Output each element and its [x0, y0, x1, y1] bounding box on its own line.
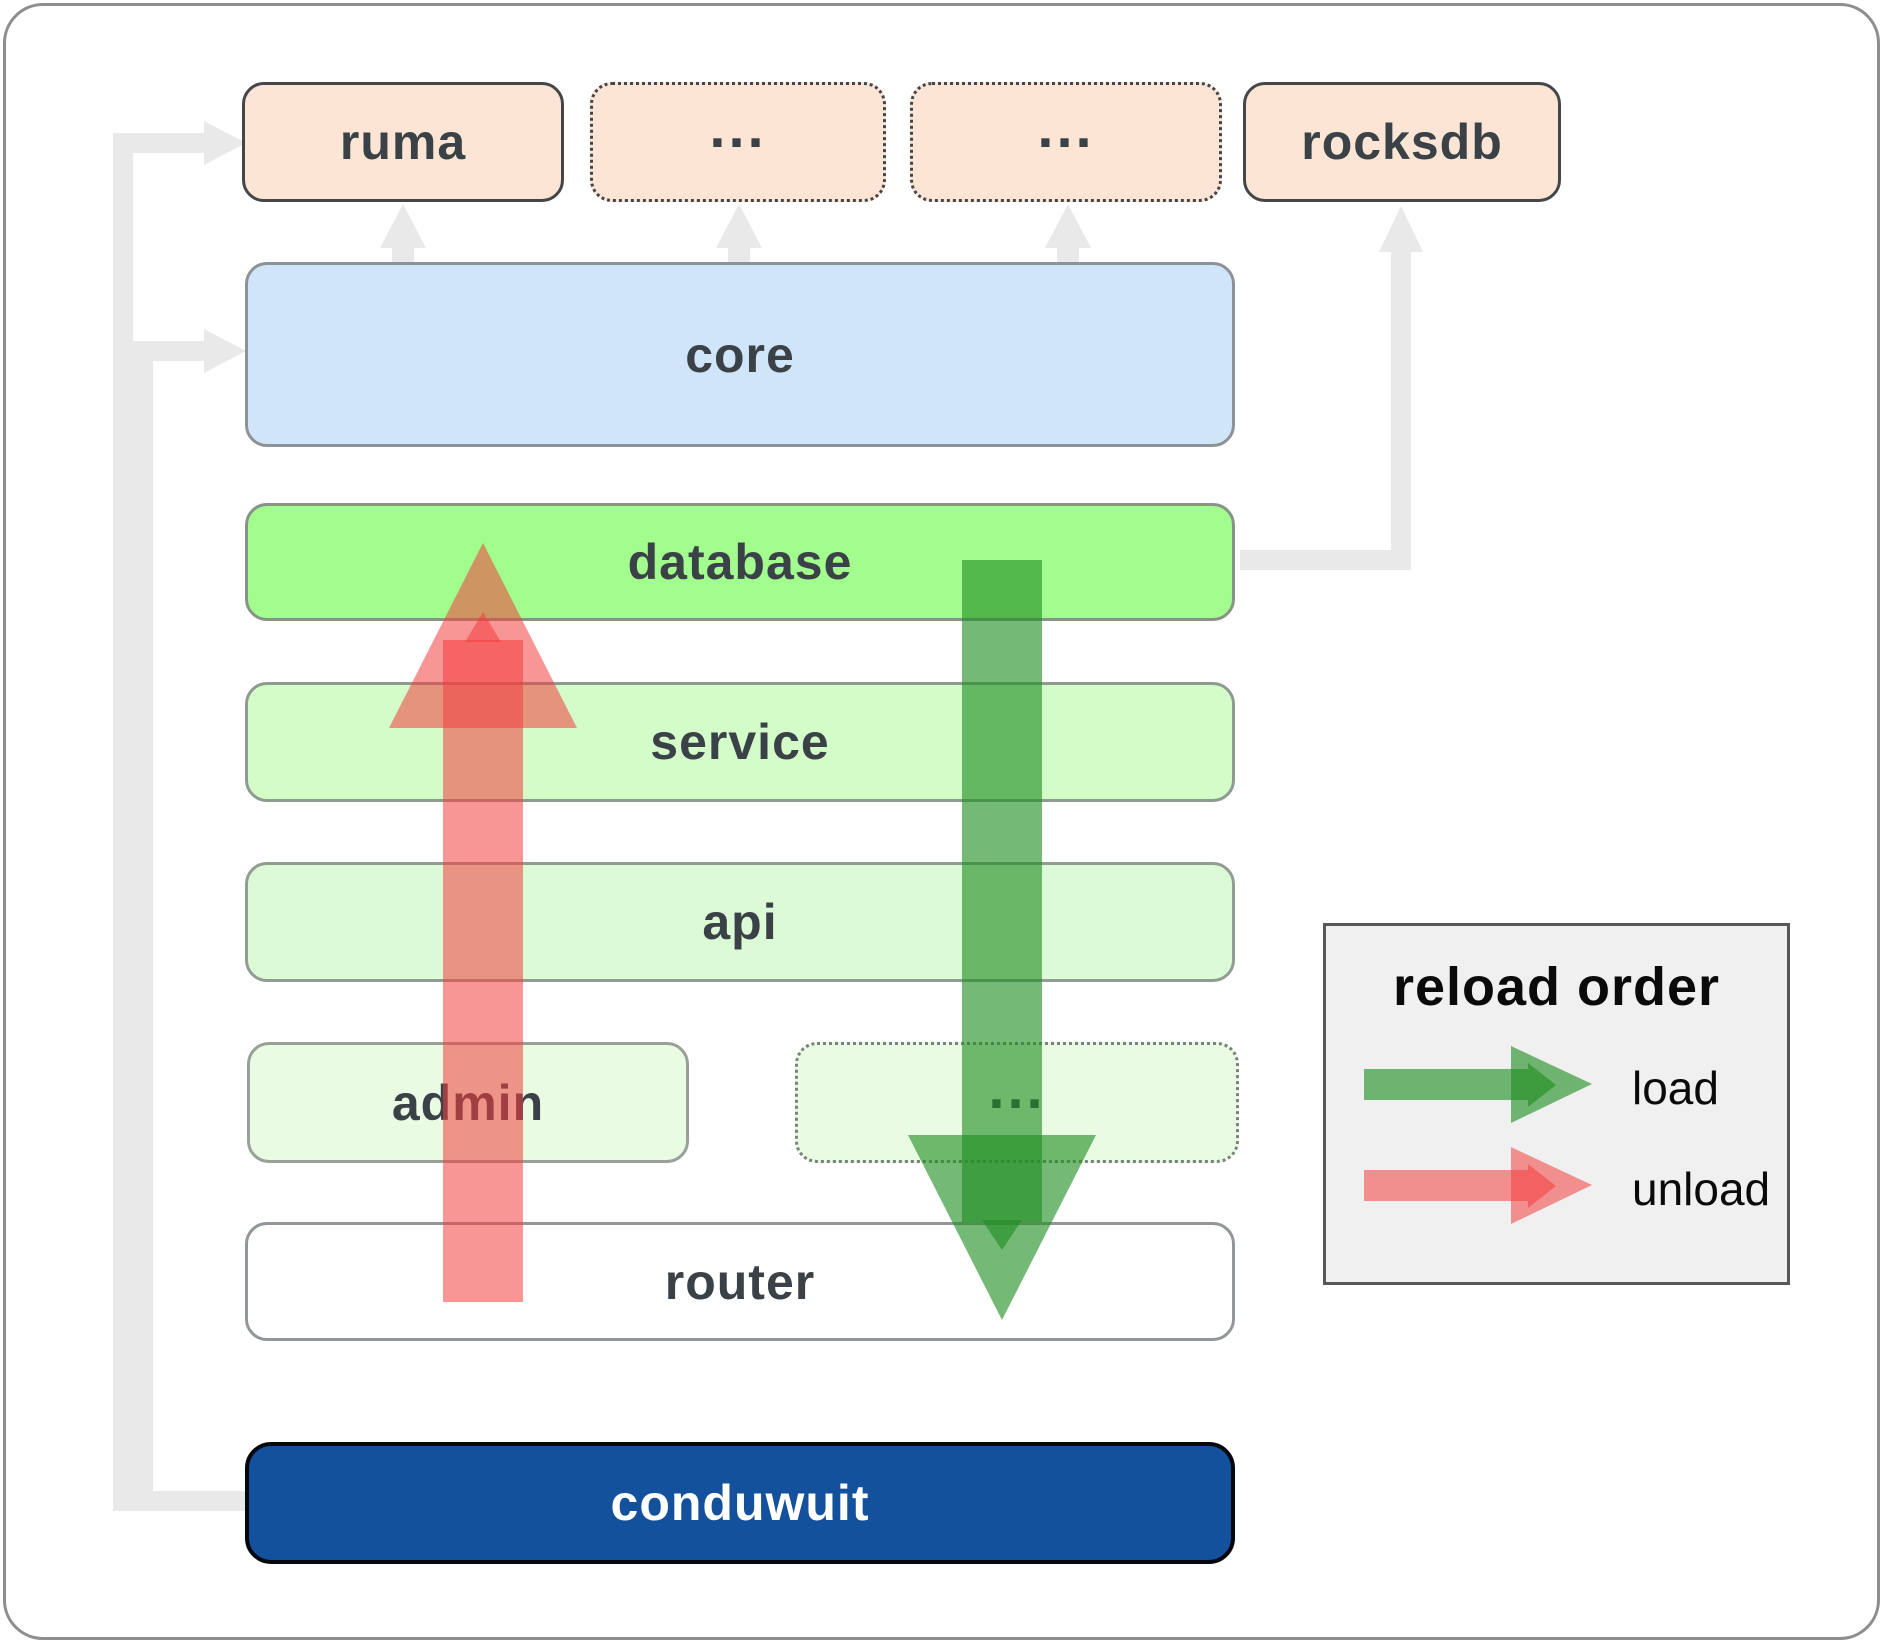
- load-arrow-head-icon: [908, 1135, 1096, 1320]
- red-arrow-right-icon: [1364, 1147, 1592, 1224]
- connector-core-ruma-stem: [392, 244, 414, 262]
- arrowhead-into-ruma: [204, 121, 246, 165]
- connector-core-dots1-stem: [728, 244, 750, 262]
- unload-arrow: [389, 543, 577, 1302]
- green-arrow-right-icon: [1364, 1046, 1592, 1123]
- box-database-label: database: [627, 534, 853, 590]
- box-core: core: [245, 262, 1235, 447]
- box-conduwuit-label: conduwuit: [610, 1475, 870, 1531]
- connector-database-rocksdb-horizontal: [1240, 550, 1411, 570]
- connector-stub-ruma: [113, 133, 205, 153]
- box-router: router: [245, 1222, 1235, 1341]
- load-arrow-shaft: [962, 560, 1042, 1222]
- box-dots-top-2-label: ...: [1037, 95, 1095, 160]
- legend-label-unload: unload: [1632, 1163, 1771, 1215]
- box-dots-top-2: ...: [910, 82, 1222, 202]
- box-core-label: core: [685, 326, 795, 383]
- connector-conduwuit-vertical-inner: [133, 341, 153, 1511]
- unload-arrow-shaft: [443, 640, 523, 1302]
- box-ruma-label: ruma: [339, 114, 467, 170]
- box-rocksdb: rocksdb: [1243, 82, 1561, 202]
- legend-title: reload order: [1392, 957, 1721, 1017]
- connector-database-rocksdb-vertical: [1391, 252, 1411, 562]
- box-conduwuit: conduwuit: [245, 1442, 1235, 1564]
- connector-conduwuit-horizontal: [133, 1491, 250, 1511]
- box-api-label: api: [702, 894, 778, 950]
- box-database: database: [245, 503, 1235, 621]
- box-api: api: [245, 862, 1235, 982]
- connector-stub-core: [133, 341, 205, 361]
- box-dots-top-1: ...: [590, 82, 886, 202]
- arrowhead-core-to-dots1: [716, 204, 762, 248]
- box-ruma: ruma: [242, 82, 564, 202]
- arrowhead-core-to-ruma: [380, 204, 426, 248]
- box-rocksdb-label: rocksdb: [1301, 114, 1503, 170]
- box-dots-top-1-label: ...: [709, 95, 767, 160]
- box-service-label: service: [650, 714, 830, 770]
- legend-arrows: [1364, 1046, 1592, 1224]
- connector-conduwuit-vertical-outer: [113, 133, 133, 1511]
- arrowhead-into-rocksdb: [1379, 206, 1423, 252]
- load-arrow: [908, 560, 1096, 1320]
- unload-arrow-head-icon: [389, 543, 577, 728]
- arrowhead-into-core: [204, 329, 246, 373]
- arrowhead-core-to-dots2: [1045, 204, 1091, 248]
- legend-reload-order: reload order load unload: [1323, 923, 1790, 1285]
- box-router-label: router: [664, 1253, 816, 1310]
- connector-core-dots2-stem: [1057, 244, 1079, 262]
- legend-label-load: load: [1632, 1062, 1719, 1114]
